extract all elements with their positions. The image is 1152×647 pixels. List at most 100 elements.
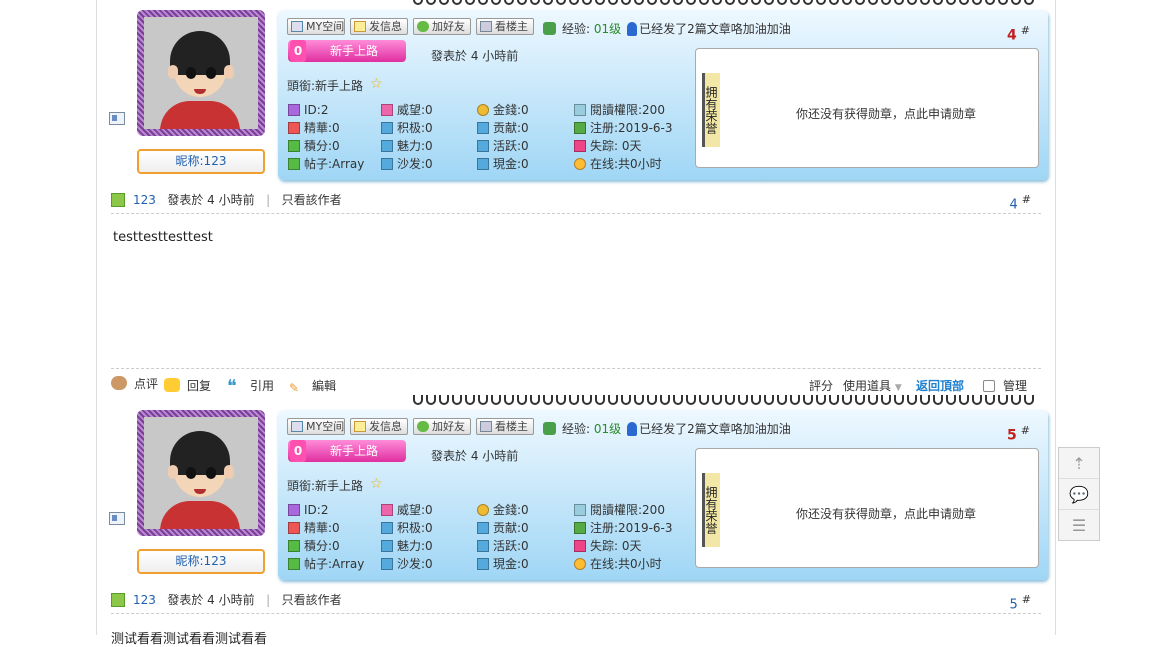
ring-loop — [556, 0, 566, 5]
ring-loop — [933, 395, 943, 405]
ring-loop — [881, 395, 891, 405]
reply-button[interactable]: 回复 — [164, 377, 211, 394]
send-message-button[interactable]: 发信息 — [350, 18, 408, 35]
stat-charm: 魅力:0 — [381, 538, 433, 554]
ring-loop — [478, 0, 488, 5]
thread-wrapper: 昵称:123 MY空间 发信息 加好友 看楼主 经验: 01级已经发了2篇文章咯… — [96, 0, 1056, 647]
stat-points: 積分:0 — [288, 138, 340, 154]
experience-line: 经验: 01级已经发了2篇文章咯加油加油 — [543, 20, 791, 37]
user-title: 頭銜:新手上路 — [287, 479, 364, 493]
ring-loop — [465, 0, 475, 5]
only-author-link[interactable]: 只看該作者 — [281, 193, 342, 207]
view-floor-owner-button[interactable]: 看楼主 — [476, 418, 534, 435]
floor-number: 5# — [1007, 424, 1030, 444]
ring-loop — [985, 395, 995, 405]
stat-money: 金錢:0 — [477, 502, 529, 518]
activity-icon — [381, 122, 393, 134]
ring-loop — [738, 395, 748, 405]
add-friend-button[interactable]: 加好友 — [413, 418, 471, 435]
floor-link[interactable]: 4# — [1009, 193, 1032, 213]
ring-loop — [855, 0, 865, 5]
activity-icon — [381, 522, 393, 534]
read-perm-icon — [574, 104, 586, 116]
contribution-icon — [477, 522, 489, 534]
ring-loop — [933, 0, 943, 5]
ring-loop — [946, 0, 956, 5]
medal-box[interactable]: 拥有荣誉 你还没有获得勋章，点此申请勋章 — [695, 48, 1039, 168]
add-friend-button[interactable]: 加好友 — [413, 18, 471, 35]
user-icon — [111, 193, 125, 207]
vcard-icon[interactable] — [109, 512, 125, 525]
ring-loop — [517, 395, 527, 405]
ring-loop — [894, 0, 904, 5]
ring-loop — [725, 0, 735, 5]
medal-apply-link[interactable]: 你还没有获得勋章，点此申请勋章 — [796, 507, 977, 521]
ring-loop — [1011, 0, 1021, 5]
pencil-icon: ✎ — [289, 381, 300, 395]
quick-reply-icon[interactable]: 💬 — [1059, 479, 1099, 510]
stat-sand: 沙发:0 — [381, 156, 433, 172]
checkbox[interactable] — [983, 380, 995, 392]
avatar[interactable] — [137, 10, 265, 136]
ring-loop — [946, 395, 956, 405]
id-icon — [288, 104, 300, 116]
edit-button[interactable]: ✎編輯 — [289, 379, 337, 395]
medal-icon — [627, 22, 638, 36]
ring-loop — [491, 0, 501, 5]
reply-icon — [164, 378, 180, 392]
elite-icon — [288, 122, 300, 134]
avatar[interactable] — [137, 410, 265, 536]
author-link[interactable]: 123 — [133, 193, 156, 207]
comment-button[interactable]: 点评 — [111, 375, 158, 392]
points-icon — [288, 140, 300, 152]
ring-loop — [556, 395, 566, 405]
view-floor-owner-button[interactable]: 看楼主 — [476, 18, 534, 35]
stat-active: 活跃:0 — [477, 138, 529, 154]
only-author-link[interactable]: 只看該作者 — [281, 593, 342, 607]
my-space-button[interactable]: MY空间 — [287, 418, 345, 435]
vcard-icon[interactable] — [109, 112, 125, 125]
ring-loop — [686, 0, 696, 5]
post-content: testtesttesttest — [113, 230, 213, 245]
ring-loop — [439, 0, 449, 5]
quote-button[interactable]: ❝引用 — [227, 376, 275, 397]
medal-box[interactable]: 拥有荣誉 你还没有获得勋章，点此申请勋章 — [695, 448, 1039, 568]
ring-loop — [985, 0, 995, 5]
ring-loop — [894, 395, 904, 405]
ring-loop — [764, 395, 774, 405]
ring-loop — [543, 0, 553, 5]
ring-loop — [647, 0, 657, 5]
stat-missing: 失踪: 0天 — [574, 138, 642, 154]
ring-loop — [777, 0, 787, 5]
back-to-top-link[interactable]: 返回頂部 — [916, 379, 965, 393]
side-toolbar: ⇡ 💬 ☰ — [1058, 447, 1100, 541]
rate-button[interactable]: 評分 — [809, 379, 834, 393]
medal-tag: 拥有荣誉 — [702, 73, 720, 147]
ring-loop — [816, 0, 826, 5]
nickname-button[interactable]: 昵称:123 — [137, 549, 265, 574]
sand-icon — [381, 558, 393, 570]
author-link[interactable]: 123 — [133, 593, 156, 607]
use-tool-dropdown[interactable]: 使用道具 ▼ — [843, 379, 902, 393]
list-icon[interactable]: ☰ — [1071, 516, 1087, 535]
ring-loop — [413, 395, 423, 405]
manage-checkbox[interactable]: 管理 — [983, 377, 1027, 394]
active-icon — [477, 540, 489, 552]
post-time: 發表於 4 小時前 — [431, 449, 519, 463]
ring-loop — [790, 0, 800, 5]
ring-loop — [764, 0, 774, 5]
floor-link[interactable]: 5# — [1009, 593, 1032, 613]
envelope-icon — [354, 21, 366, 32]
my-space-button[interactable]: MY空间 — [287, 18, 345, 35]
stat-elite: 精華:0 — [288, 120, 340, 136]
ring-loop — [972, 395, 982, 405]
ring-loop — [725, 395, 735, 405]
nickname-button[interactable]: 昵称:123 — [137, 149, 265, 174]
back-to-top-icon[interactable]: ⇡ — [1059, 448, 1099, 479]
coffee-icon — [111, 376, 127, 390]
ring-loop — [660, 395, 670, 405]
send-message-button[interactable]: 发信息 — [350, 418, 408, 435]
medal-apply-link[interactable]: 你还没有获得勋章，点此申请勋章 — [796, 107, 977, 121]
